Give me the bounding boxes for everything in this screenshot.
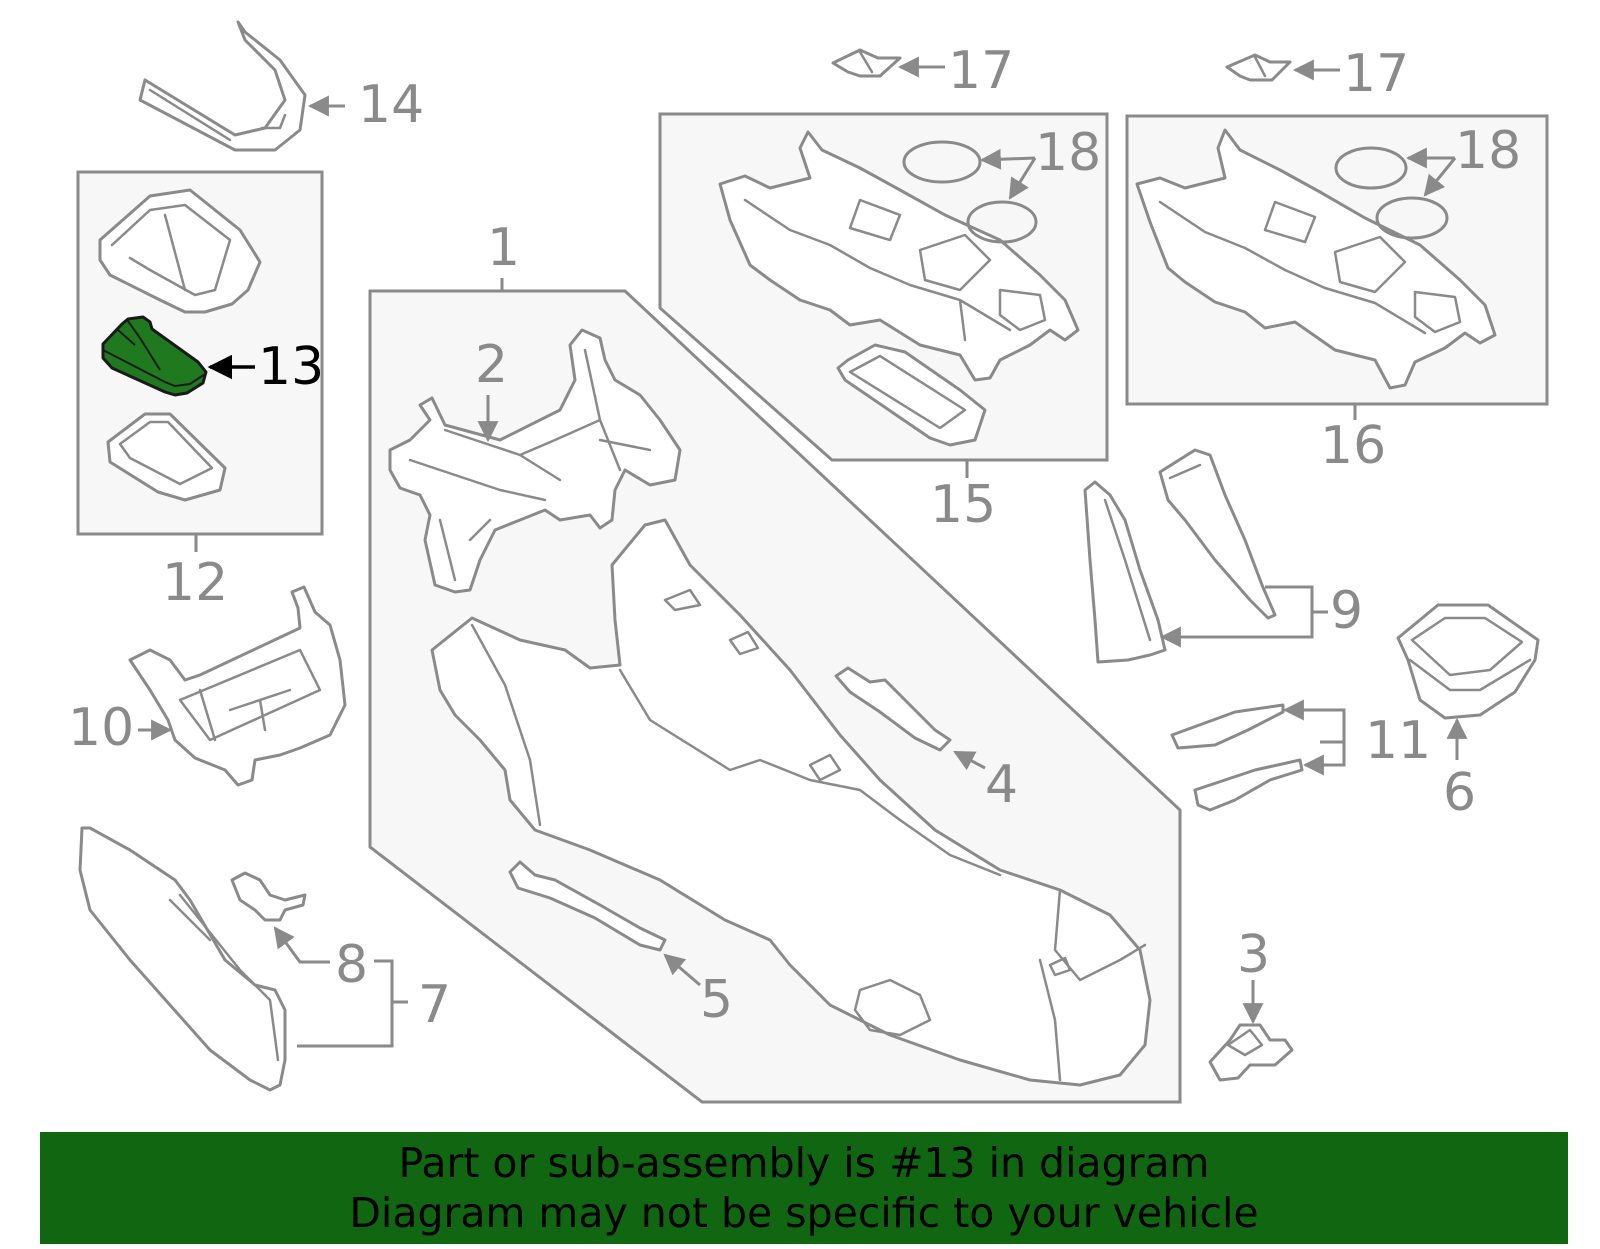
part-7-side-panel[interactable] [78,826,408,1092]
callout-9: 9 [1330,581,1363,641]
callout-16: 16 [1320,416,1386,476]
part-11-trims[interactable] [1170,699,1346,812]
banner-line-2: Diagram may not be specific to your vehi… [349,1189,1259,1237]
callout-17b: 17 [1343,44,1409,104]
part-6-tray[interactable] [1396,603,1540,760]
callout-4: 4 [985,755,1018,815]
callout-17a: 17 [948,41,1014,101]
callout-2: 2 [475,335,508,395]
callout-3: 3 [1237,925,1270,985]
callout-18a: 18 [1035,123,1101,183]
callout-15: 15 [930,475,996,535]
callout-7: 7 [418,975,451,1035]
part-10-bracket[interactable] [128,585,347,787]
part-16-panel-assembly[interactable] [1125,114,1549,420]
part-12-assembly[interactable] [76,170,324,552]
banner-line-1: Part or sub-assembly is #13 in diagram [398,1139,1210,1187]
part-17-clip-a[interactable] [831,48,945,78]
callout-10: 10 [68,698,134,758]
part-13-highlighted[interactable] [101,315,255,397]
callout-13: 13 [258,337,324,397]
callout-14: 14 [358,75,424,135]
part-14-bezel[interactable] [138,20,345,152]
part-2-frame[interactable] [388,328,682,594]
part-8-clip[interactable] [230,871,330,964]
part-3-bracket[interactable] [1208,980,1294,1082]
part-9-trim[interactable] [1083,448,1328,664]
callout-5: 5 [700,970,733,1030]
console-body[interactable] [430,518,1152,1087]
part-15-panel-assembly[interactable] [658,112,1109,478]
part-1-console-assembly[interactable] [368,278,1182,1104]
callout-8: 8 [335,935,368,995]
callout-6: 6 [1443,763,1476,823]
callout-18b: 18 [1455,121,1521,181]
callout-11: 11 [1365,711,1431,771]
callout-1: 1 [487,218,520,278]
info-banner: Part or sub-assembly is #13 in diagram D… [40,1132,1568,1244]
part-5-strip[interactable] [508,860,701,987]
callout-12: 12 [162,553,228,613]
part-17-clip-b[interactable] [1225,53,1340,82]
part-4-strip[interactable] [834,666,986,771]
